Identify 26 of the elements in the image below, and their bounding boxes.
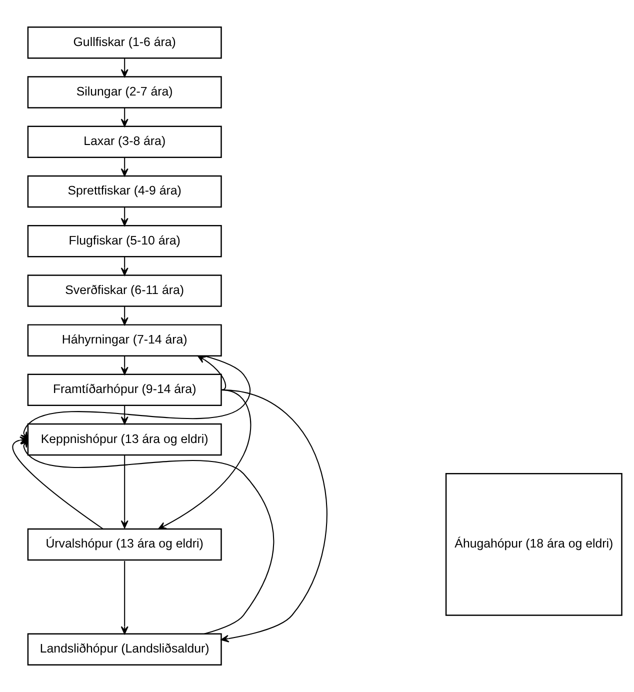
- node-box: Framtíðarhópur (9-14 ára): [27, 374, 222, 406]
- arrow: [20, 439, 274, 634]
- node-box: Úrvalshópur (13 ára og eldri): [27, 528, 222, 561]
- node-box: Silungar (2-7 ára): [27, 76, 222, 108]
- node-box: Laxar (3-8 ára): [27, 126, 222, 158]
- node-box: Keppnishópur (13 ára og eldri): [27, 423, 222, 456]
- arrow: [120, 561, 128, 634]
- arrow: [120, 405, 128, 425]
- arrow: [158, 389, 252, 530]
- arrow: [197, 355, 226, 390]
- node-box: Flugfiskar (5-10 ára): [27, 224, 222, 258]
- arrow: [120, 256, 128, 276]
- arrow: [120, 455, 128, 528]
- arrow: [120, 306, 128, 326]
- node-box: Sprettfiskar (4-9 ára): [27, 175, 222, 208]
- arrow: [120, 108, 128, 127]
- arrow: [120, 356, 128, 375]
- arrow: [120, 58, 128, 78]
- node-box: Áhugahópur (18 ára og eldri): [445, 473, 622, 616]
- node-box: Landsliðhópur (Landsliðsaldur): [27, 633, 222, 666]
- node-box: Háhyrningar (7-14 ára): [27, 324, 222, 356]
- arrow: [220, 389, 328, 642]
- arrow: [120, 206, 128, 226]
- node-box: Gullfiskar (1-6 ára): [27, 26, 222, 59]
- arrow: [120, 157, 128, 176]
- node-box: Sverðfiskar (6-11 ára): [27, 274, 222, 307]
